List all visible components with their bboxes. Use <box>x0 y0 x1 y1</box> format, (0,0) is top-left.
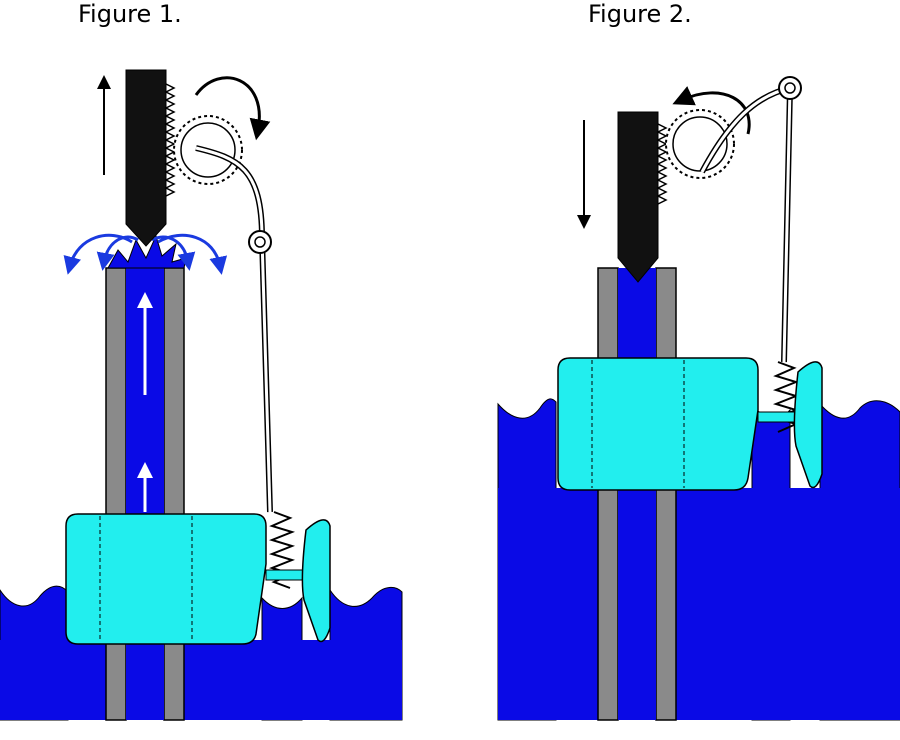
flow-arrow-lower-head <box>137 462 153 478</box>
float-figure-1 <box>65 513 331 645</box>
plunger-figure-2 <box>617 111 659 283</box>
tube-water-figure-2 <box>618 268 656 720</box>
spray-arrow-right <box>157 233 228 275</box>
float-figure-2 <box>557 357 823 491</box>
tube-wall-right-figure-2 <box>655 267 677 721</box>
figure-1-title: Figure 1. <box>78 0 182 28</box>
rack-teeth-figure-1 <box>164 83 176 197</box>
pivot-loop-figure-1 <box>248 230 272 254</box>
pivot-loop-figure-2 <box>778 76 802 100</box>
water-figure-2-bottom <box>498 488 900 720</box>
rotate-counterclockwise-icon <box>672 86 751 135</box>
plunger-figure-1 <box>125 69 167 247</box>
spray-arrow-mid-left <box>96 235 139 271</box>
figure-1: Figure 1. <box>0 0 403 721</box>
gear-icon-figure-2 <box>665 109 735 179</box>
spray-arrow-mid-right <box>151 235 196 271</box>
tube-wall-right <box>163 267 185 721</box>
figure-2: Figure 2. <box>497 0 900 721</box>
rotate-clockwise-icon <box>194 76 271 141</box>
tube-wall-left-figure-2 <box>597 267 619 721</box>
flow-arrow-upper-head <box>137 292 153 308</box>
rack-teeth-figure-2 <box>656 123 668 205</box>
figure-2-title: Figure 2. <box>588 0 692 28</box>
water-figure-1-bottom <box>0 640 402 720</box>
lever-arm-figure-1-inner <box>195 146 272 513</box>
tube-wall-left <box>105 267 127 721</box>
